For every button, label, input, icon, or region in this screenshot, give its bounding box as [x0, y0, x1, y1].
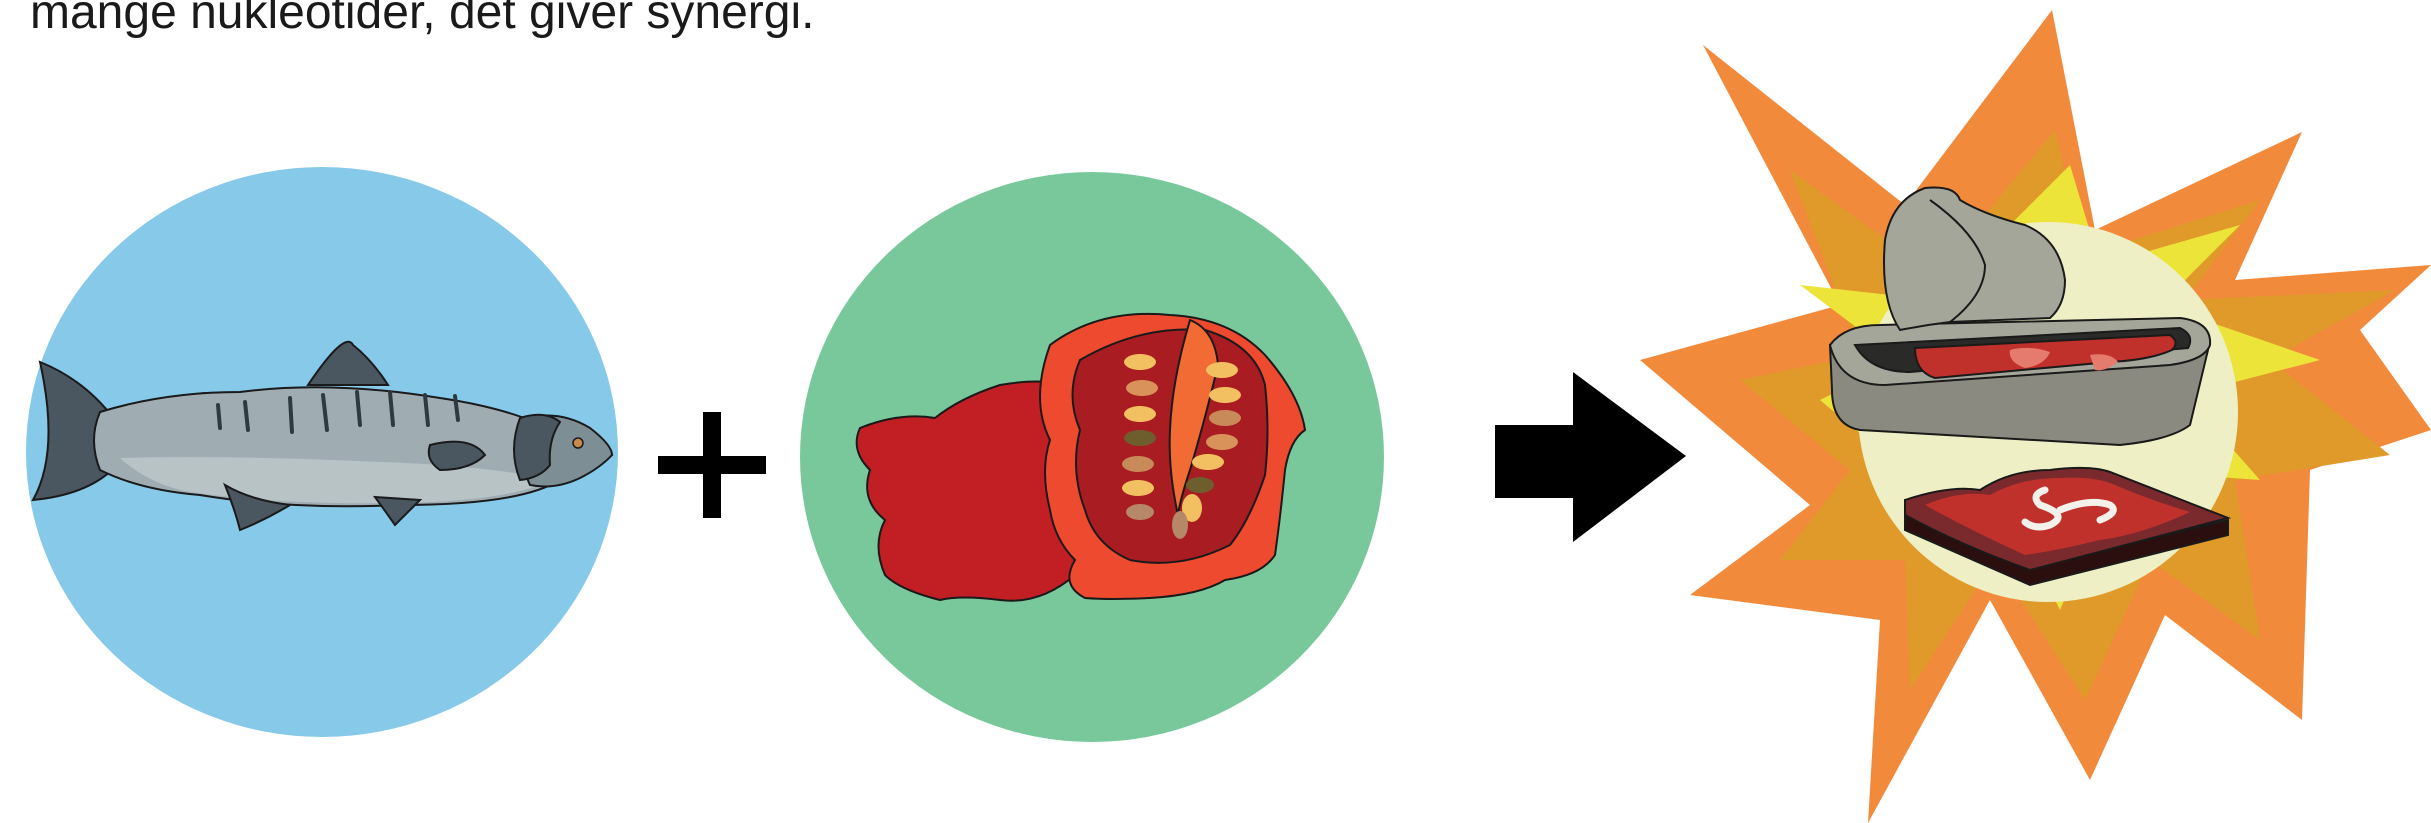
plus-sign: [658, 412, 766, 518]
tomato-panel: [800, 172, 1384, 742]
sardine-can-burst-icon: [1640, 10, 2431, 823]
fish-panel: [26, 167, 618, 737]
arrow-right-icon: [1495, 372, 1686, 542]
